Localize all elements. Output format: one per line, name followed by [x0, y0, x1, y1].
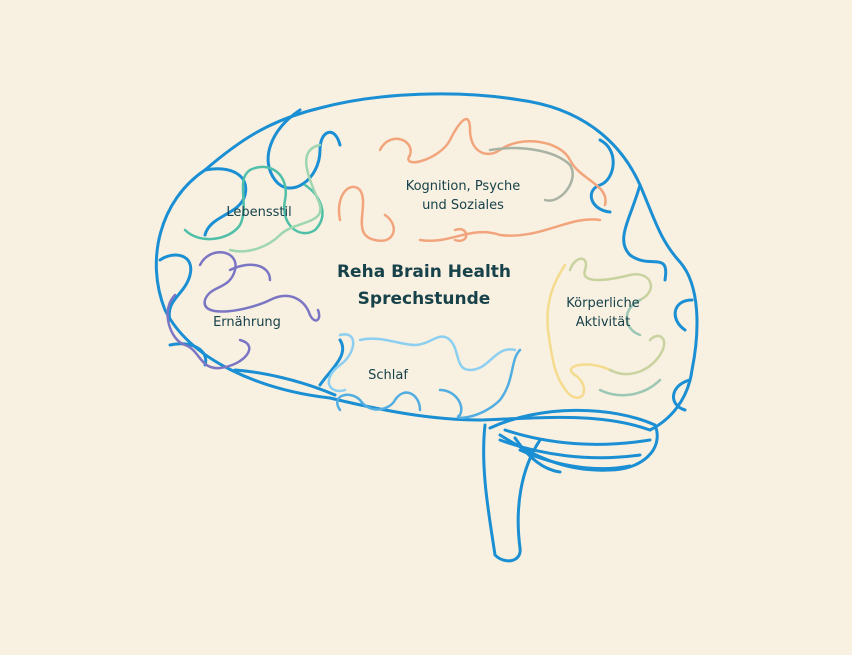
squiggle-schlaf-dark	[336, 348, 522, 420]
area-label-text: und Soziales	[422, 198, 504, 213]
squiggle-kognition-accent	[488, 146, 574, 202]
area-label-text: Körperliche	[566, 296, 640, 311]
area-label-text: Aktivität	[575, 315, 631, 330]
squiggle-lebensstil	[183, 143, 324, 253]
area-label-text: Kognition, Psyche	[405, 179, 521, 194]
squiggle-ernaehrung	[166, 251, 321, 370]
squiggle-koerper	[546, 257, 666, 399]
area-label-text: Lebensstil	[226, 205, 292, 220]
area-label-schlaf: Schlaf	[368, 366, 408, 385]
area-label-text: Schlaf	[368, 368, 408, 383]
squiggle-kognition	[337, 117, 607, 243]
area-label-lebensstil: Lebensstil	[226, 203, 291, 222]
area-label-ernaehrung: Ernährung	[213, 313, 281, 332]
area-label-koerperliche-aktivitaet: Körperliche Aktivität	[566, 294, 639, 332]
area-label-text: Ernährung	[213, 315, 281, 330]
title-line-1: Reha Brain Health	[336, 262, 512, 282]
squiggle-schlaf	[327, 333, 517, 393]
brain-outline	[154, 92, 699, 563]
diagram-title: Reha Brain Health Sprechstunde	[337, 259, 511, 313]
title-line-2: Sprechstunde	[357, 289, 491, 309]
area-label-kognition: Kognition, Psyche und Soziales	[406, 177, 521, 215]
